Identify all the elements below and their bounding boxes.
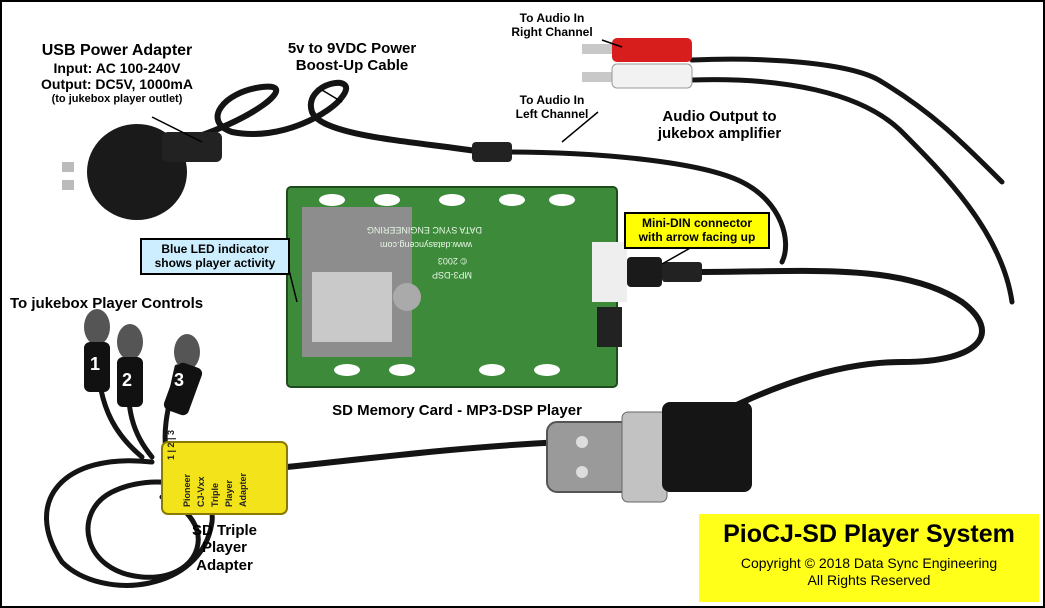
audio-left-line1: To Audio In (519, 93, 585, 107)
pointer-mini-din (661, 246, 693, 265)
audio-output-line1: Audio Output to (662, 108, 777, 125)
usb-adapter-note: (to jukebox player outlet) (51, 92, 183, 105)
db9-connector (546, 402, 752, 503)
boost-cable (499, 149, 789, 265)
player-controls-label: To jukebox Player Controls (10, 295, 204, 312)
pointer-audio-right (601, 39, 623, 48)
mini-din-callout: Mini-DIN connector with arrow facing up (624, 212, 770, 249)
board-year-text: © 2003 (438, 256, 467, 266)
audio-left-label: To Audio In Left Channel (497, 93, 607, 122)
banner-title: PioCJ-SD Player System (723, 520, 1015, 548)
system-banner: PioCJ-SD Player System Copyright © 2018 … (699, 514, 1039, 602)
usb-power-adapter (62, 124, 222, 220)
triple-adapter-line1: SD Triple (191, 522, 258, 539)
triple-adapter-line3: Adapter (196, 556, 253, 574)
pointer-audio-left (561, 111, 599, 143)
banner-copyright: Copyright © 2018 Data Sync Engineering (740, 555, 998, 571)
adapter-box-line-0: 1 | 2 | 3 (166, 430, 176, 460)
board-company-text: DATA SYNC ENGINEERING (367, 225, 482, 235)
mini-din-line2: with arrow facing up (638, 230, 756, 245)
rca-plugs (582, 38, 693, 89)
blue-led-line1: Blue LED indicator (161, 242, 269, 256)
board-model-text: MP3-DSP (432, 270, 472, 280)
blue-led-callout: Blue LED indicator shows player activity (140, 238, 290, 275)
triple-adapter-label: SD Triple Player Adapter (172, 522, 277, 574)
banner-rights: All Rights Reserved (807, 571, 931, 588)
triple-adapter-box: 1 | 2 | 3 Pioneer CJ-Vxx Triple Player A… (161, 430, 288, 515)
pointer-boost (321, 89, 343, 103)
sd-player-label: SD Memory Card - MP3-DSP Player (332, 402, 582, 419)
blue-led-line2: shows player activity (154, 256, 276, 271)
cable-number-2: 2 (122, 370, 133, 390)
audio-output-line2: jukebox amplifier (657, 125, 782, 143)
serial-cable (284, 439, 565, 470)
mini-din-connectors (84, 309, 203, 416)
audio-right-line1: To Audio In (519, 11, 585, 25)
pointer-usb (151, 116, 203, 143)
usb-adapter-output: Output: DC5V, 1000mA (41, 76, 193, 93)
usb-cable (177, 79, 485, 155)
adapter-box-line-1: Pioneer (182, 473, 192, 507)
audio-output-label: Audio Output to jukebox amplifier (632, 108, 807, 143)
usb-adapter-title: USB Power Adapter (41, 42, 193, 59)
triple-adapter-line2: Player (201, 539, 248, 557)
adapter-box-line-3: Triple (210, 483, 220, 507)
mini-din-plug (627, 257, 702, 287)
boost-cable-line2: Boost-Up Cable (295, 57, 409, 75)
adapter-box-line-2: CJ-Vxx (196, 476, 206, 507)
mp3-dsp-board: DATA SYNC ENGINEERING www.datasynceng.co… (286, 186, 627, 388)
audio-right-label: To Audio In Right Channel (497, 11, 607, 40)
rca-cable-lower (689, 77, 1015, 305)
boost-cable-line1: 5v to 9VDC Power (287, 40, 417, 57)
rca-cable-upper (689, 56, 1005, 185)
board-website-text: www.datasynceng.com (380, 240, 473, 250)
adapter-box-line-5: Adapter (238, 472, 248, 507)
usb-adapter-label: USB Power Adapter Input: AC 100-240V Out… (12, 42, 222, 105)
mini-din-line1: Mini-DIN connector (642, 216, 752, 230)
audio-right-line2: Right Channel (511, 24, 593, 39)
audio-cable (699, 267, 985, 415)
cable-number-1: 1 (90, 354, 101, 374)
usb-adapter-input: Input: AC 100-240V (53, 60, 181, 77)
boost-cable-label: 5v to 9VDC Power Boost-Up Cable (267, 40, 437, 75)
cable-number-3: 3 (174, 370, 185, 390)
adapter-box-line-4: Player (224, 479, 234, 507)
audio-left-line2: Left Channel (515, 106, 589, 121)
barrel-plug (472, 142, 512, 162)
